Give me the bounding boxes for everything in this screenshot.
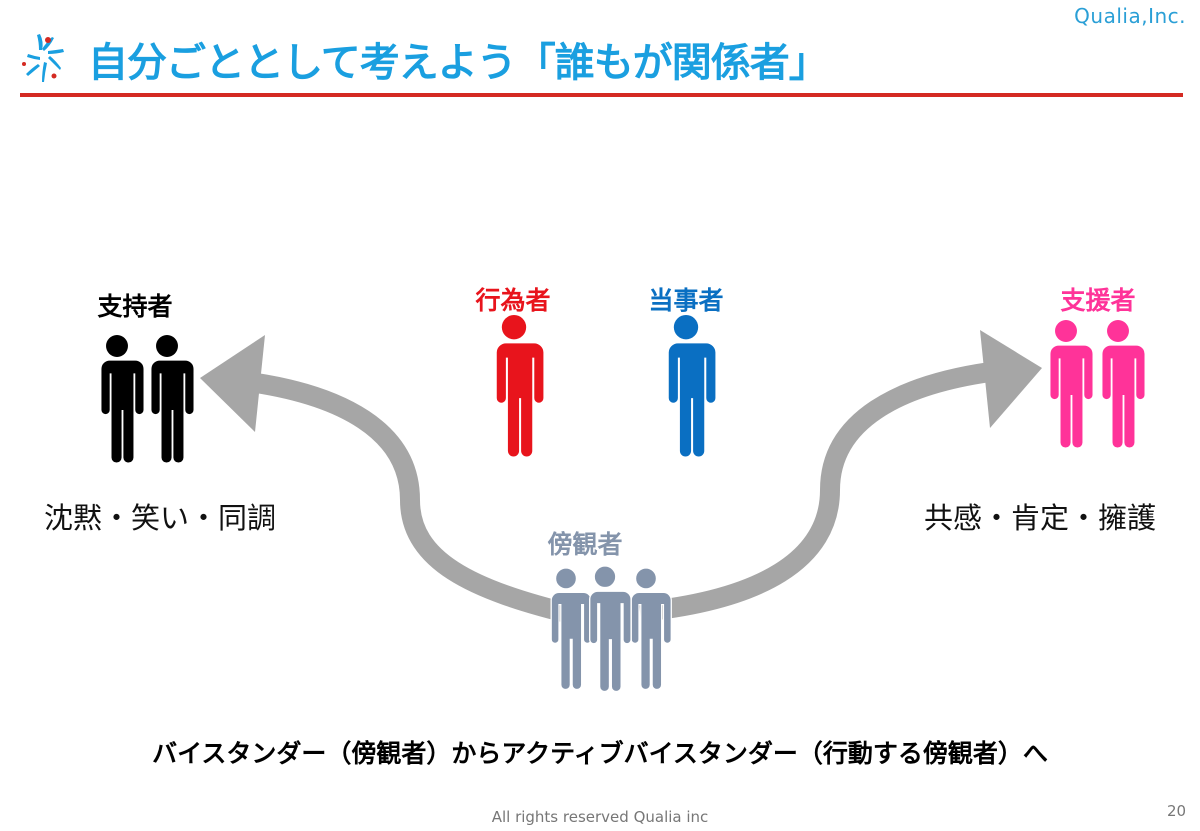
helper-description: 共感・肯定・擁護 [923,501,1157,535]
supporter-label: 支持者 [97,292,173,321]
supporter-figures-icon [98,335,194,463]
perpetrator-figure-icon [493,315,544,457]
bystander-label: 傍観者 [547,530,623,559]
company-logo-text: Qualia,Inc. [1074,4,1186,28]
victim-label: 当事者 [648,286,724,315]
left-curved-arrow [200,335,578,625]
helper-figures-icon [1047,320,1145,448]
bystander-figures-icon [547,566,672,692]
supporter-description: 沈黙・笑い・同調 [43,501,277,535]
slide-title: 自分ごととして考えよう「誰もが関係者」 [88,40,829,86]
title-divider [20,93,1183,97]
bottom-message: バイスタンダー（傍観者）からアクティブバイスタンダー（行動する傍観者）へ [152,739,1048,768]
perpetrator-label: 行為者 [475,286,551,315]
burst-logo-icon [22,34,64,82]
victim-figure-icon [665,315,716,457]
page-number: 20 [1167,802,1187,820]
right-curved-arrow [639,330,1042,622]
copyright-footer: All rights reserved Qualia inc [491,808,709,826]
helper-label: 支援者 [1060,286,1136,315]
